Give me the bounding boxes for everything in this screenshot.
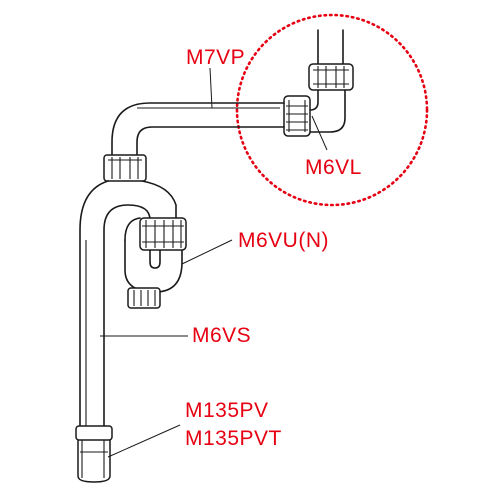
union-nut-m6vu: [139, 217, 187, 251]
highlight-circle: [235, 13, 429, 207]
drain-cap: [127, 287, 161, 309]
leader-m135pv: [107, 424, 181, 458]
leader-m6vu: [181, 239, 233, 265]
label-m135pv: M135PV: [185, 399, 269, 422]
label-m7vp: M7VP: [186, 46, 245, 69]
elbow-m6vl: [309, 89, 346, 133]
leader-m7vp: [209, 67, 213, 109]
label-m6vu: M6VU(N): [238, 229, 329, 252]
label-m6vl: M6VL: [305, 156, 362, 179]
s-trap-body: [79, 180, 183, 431]
elbow-top-nut: [308, 63, 354, 91]
label-m135pvt: M135PVT: [185, 427, 282, 450]
pipe-m7vp: [111, 102, 285, 158]
trap-top-nut: [103, 154, 147, 182]
label-m6vs: M6VS: [192, 324, 251, 347]
leader-m6vl: [311, 115, 328, 151]
elbow-side-nut: [283, 95, 311, 137]
bottom-fitting-m135pv: [75, 425, 113, 483]
top-vertical-pipe: [317, 29, 344, 69]
